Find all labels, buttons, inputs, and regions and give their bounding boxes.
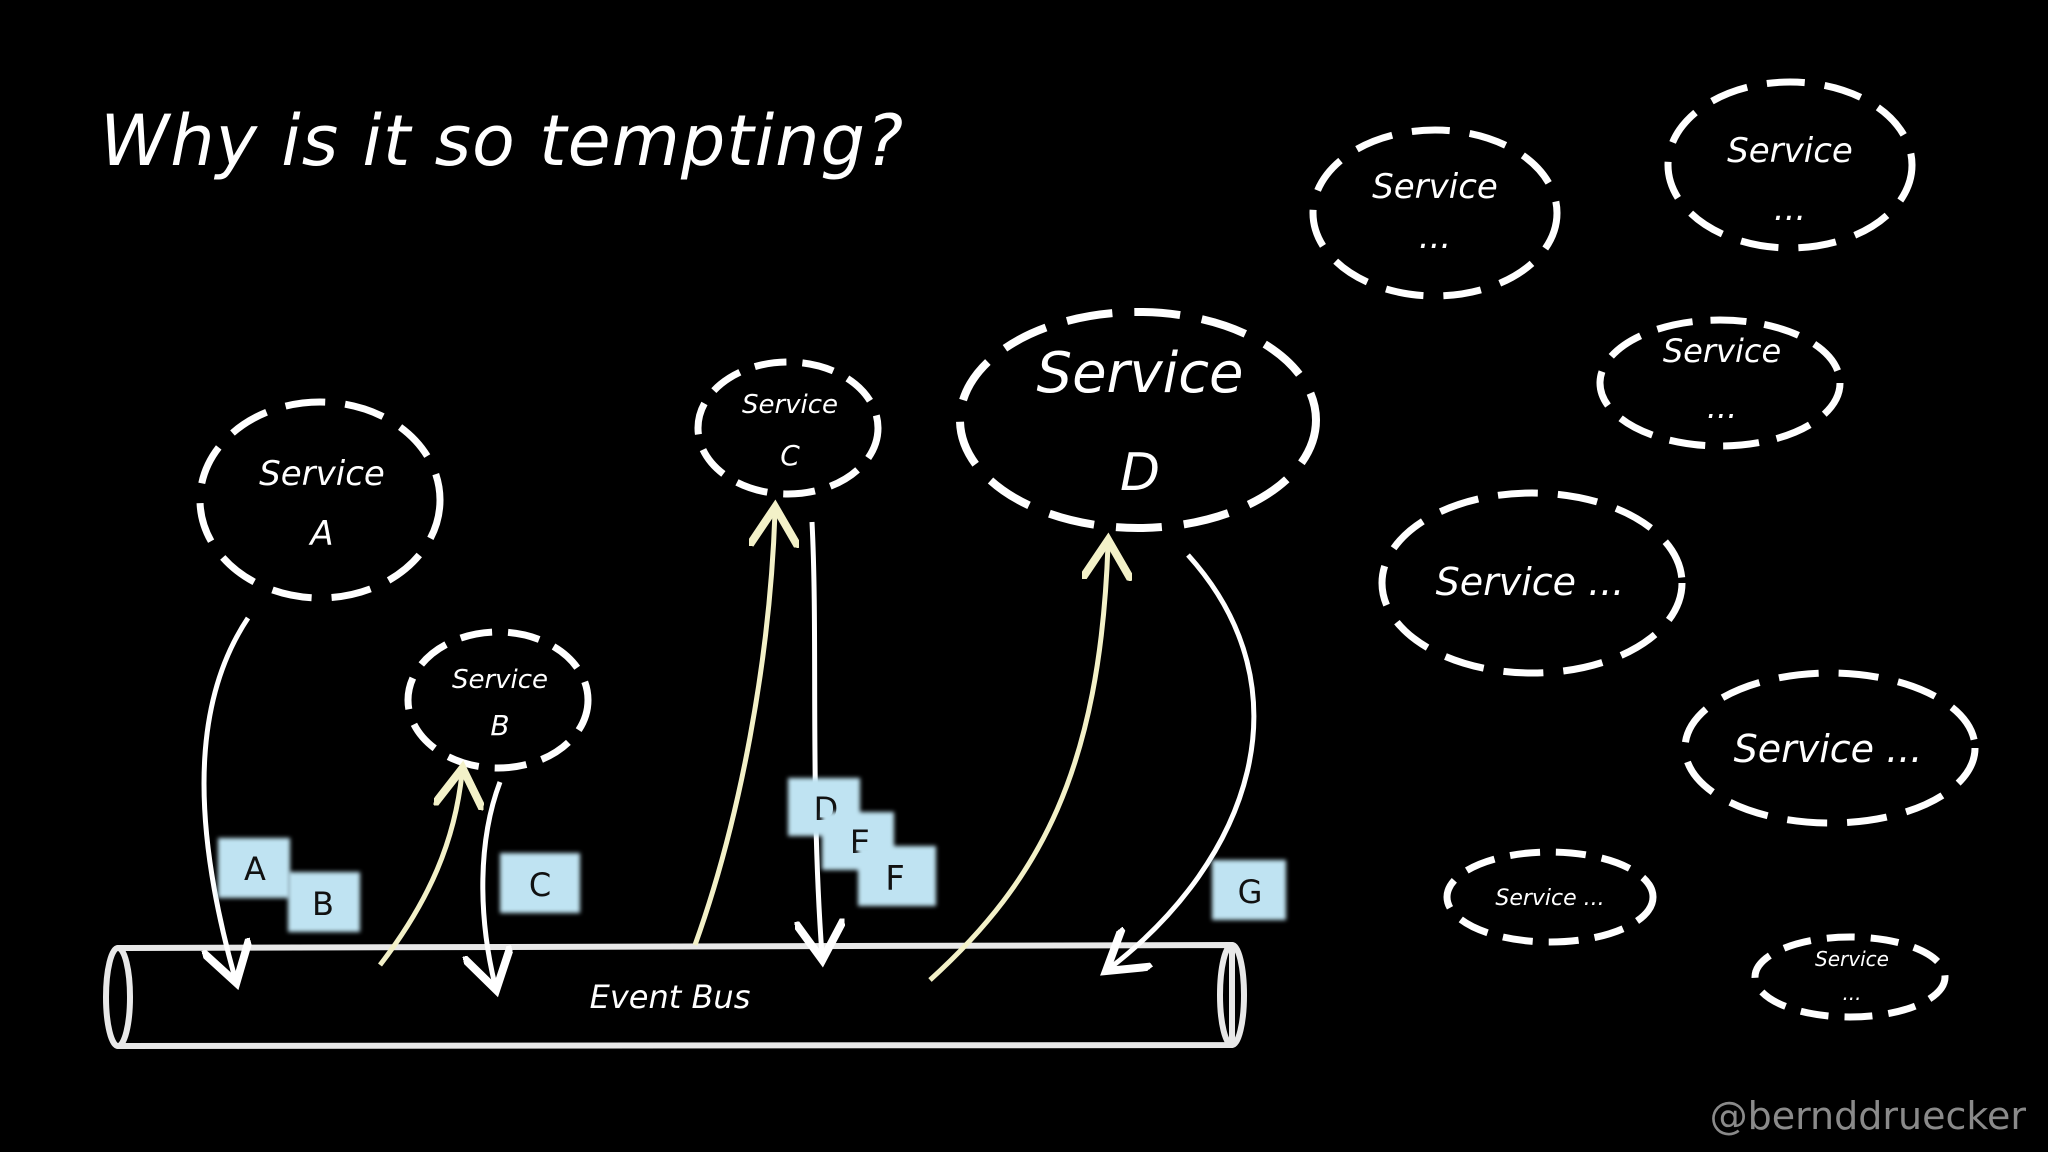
event-b-label: B	[312, 885, 334, 923]
service-c: Service C	[694, 358, 882, 498]
event-g-label: G	[1238, 873, 1263, 911]
service-extra-5-label: Service ...	[1734, 727, 1923, 771]
service-extra-3-dots: ...	[1707, 388, 1738, 426]
arrow-service-c-publish	[692, 512, 775, 946]
service-extra-6: Service ...	[1443, 848, 1657, 946]
event-b: B	[288, 872, 360, 932]
service-extra-7-dots: ...	[1842, 981, 1861, 1005]
arrow-service-a-subscribe	[204, 616, 248, 978]
service-d-letter: D	[1120, 443, 1160, 503]
service-extra-3: Service ...	[1596, 316, 1844, 450]
service-d: Service D	[956, 308, 1320, 532]
event-a-label: A	[244, 850, 266, 888]
event-messages: A B C D E F G	[218, 778, 1286, 932]
service-a: Service A	[196, 398, 444, 602]
service-extra-1-dots: ...	[1419, 217, 1451, 257]
service-extra-2-label: Service	[1727, 131, 1853, 171]
message-arrows	[204, 512, 1257, 985]
event-bus-label: Event Bus	[590, 978, 751, 1016]
service-extra-4-label: Service ...	[1436, 560, 1625, 604]
service-c-letter: C	[780, 439, 800, 472]
arrow-service-d-subscribe	[1110, 553, 1257, 968]
service-extra-2: Service ...	[1664, 78, 1916, 252]
arrow-service-c-subscribe	[812, 521, 822, 955]
service-extra-2-dots: ...	[1774, 189, 1806, 229]
service-a-label: Service	[259, 454, 385, 494]
service-extra-4: Service ...	[1378, 489, 1686, 677]
service-a-letter: A	[308, 514, 333, 554]
service-d-label: Service	[1037, 341, 1244, 406]
arrow-service-b-publish	[378, 773, 462, 967]
service-extra-1-label: Service	[1372, 167, 1498, 207]
arrow-service-b-subscribe	[483, 781, 500, 985]
event-f-label: F	[885, 859, 905, 899]
slide-title: Why is it so tempting?	[100, 100, 905, 182]
event-a: A	[218, 838, 290, 898]
service-extra-7-label: Service	[1815, 947, 1889, 971]
event-c-label: C	[529, 866, 551, 904]
service-extra-3-label: Service	[1663, 332, 1781, 370]
service-b: Service B	[404, 628, 592, 772]
service-b-label: Service	[452, 665, 548, 695]
service-extra-5: Service ...	[1681, 669, 1979, 827]
service-extra-1: Service ...	[1309, 126, 1561, 300]
service-c-label: Service	[742, 390, 838, 420]
service-extra-6-label: Service ...	[1495, 886, 1604, 911]
service-b-letter: B	[490, 709, 509, 742]
event-bus: Event Bus	[103, 942, 1247, 1049]
arrow-service-d-publish	[928, 545, 1108, 982]
service-extra-7: Service ...	[1751, 933, 1949, 1021]
event-f: F	[858, 846, 936, 906]
author-credit: @bernddruecker	[1709, 1094, 2026, 1138]
event-c: C	[500, 853, 580, 913]
event-g: G	[1212, 860, 1286, 920]
